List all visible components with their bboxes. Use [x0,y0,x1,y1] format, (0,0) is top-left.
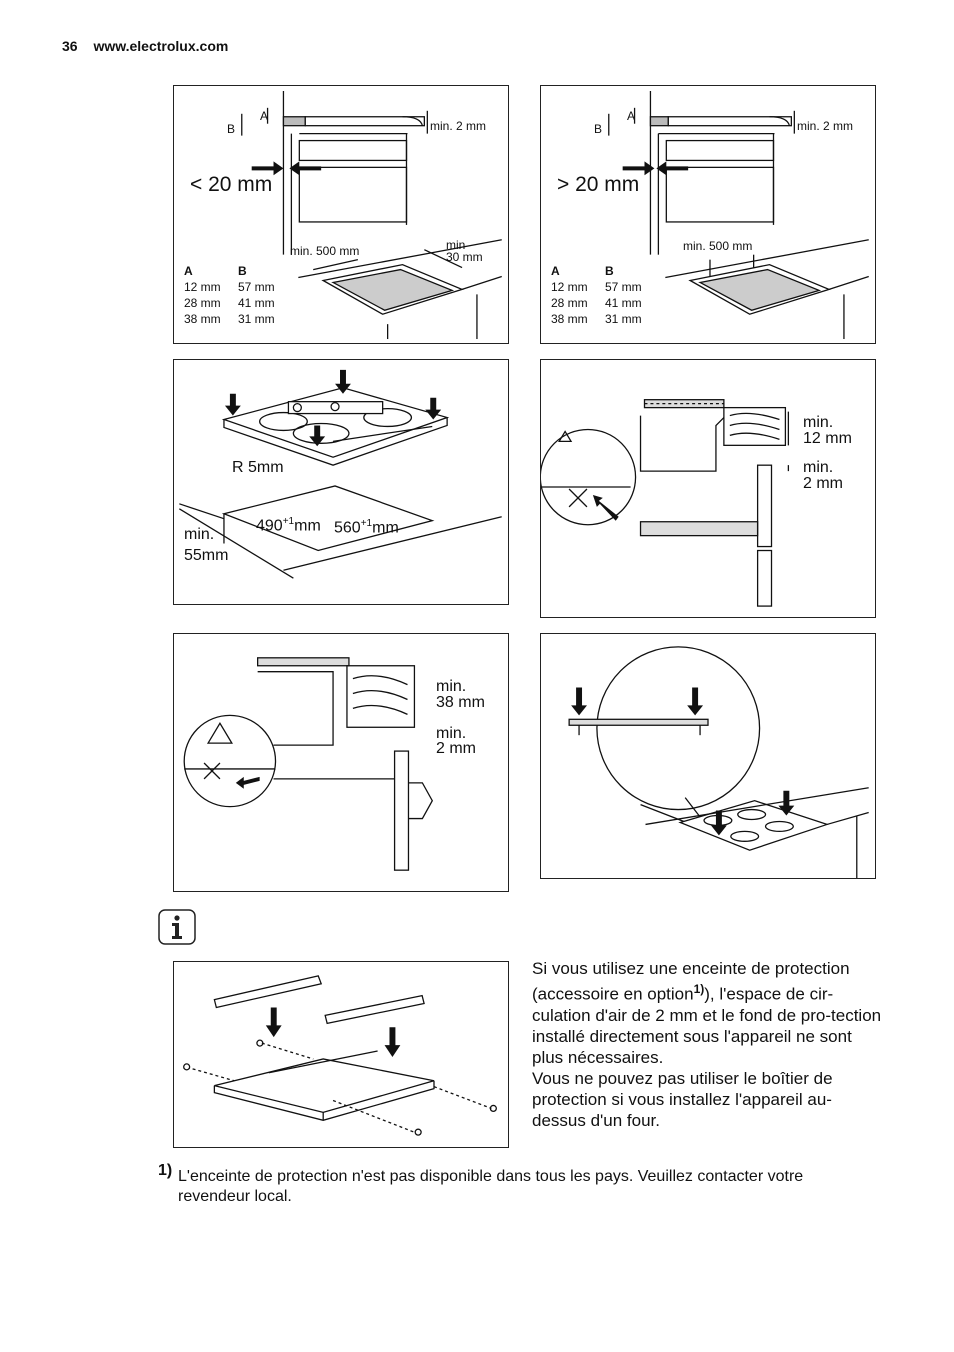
footnote-mark: 1) [158,1162,173,1179]
footnote-text: L'enceinte de protection n'est pas dispo… [178,1168,804,1205]
dim-value: 560 [334,519,361,537]
table-cell: 12 mm [551,280,588,294]
page-number: 36 [62,38,78,54]
table-cell: 28 mm [184,296,221,310]
label-min-30-line1: min [446,238,466,252]
table-cell: 41 mm [238,296,275,310]
label-min-2-line2: 2 mm [436,740,476,757]
label-radius: R 5mm [232,459,284,476]
table-cell: 57 mm [605,280,642,294]
label-under-20mm: < 20 mm [190,173,273,196]
info-icon [158,909,196,945]
table-header-a: A [184,264,193,278]
table-cell: 28 mm [551,296,588,310]
table-cell: 31 mm [238,312,275,326]
dim-tolerance: +1 [282,516,295,527]
footnote-ref[interactable]: 1) [693,982,705,996]
label-min-2-line1: min. [803,459,834,476]
diagram-drawing [608,90,869,340]
table-cell: 38 mm [551,312,588,326]
label-min-30-line2: 30 mm [446,250,483,264]
dim-unit: mm [294,517,321,535]
diagram-drawing [541,399,790,607]
label-min-line1: min. [184,526,215,543]
label-min-2mm: min. 2 mm [430,119,487,133]
table-cell: 31 mm [605,312,642,326]
site-url: www.electrolux.com [93,38,229,54]
label-min-line2: 55mm [184,547,229,564]
diagram-protection-box [173,961,509,1148]
diagram-clearance-under-20: B A min. 2 mm < 20 mm min. 500 mm min 30… [173,85,509,344]
table-row: 38 mm 31 mm [184,311,275,327]
label-a: A [627,109,636,123]
label-min-38-line1: min. [436,678,467,695]
diagram-drawing [568,646,869,878]
clearance-table: A B 12 mm 57 mm 28 mm 41 mm 38 mm 31 mm [184,263,275,327]
table-cell: 38 mm [184,312,221,326]
page-header: 36 www.electrolux.com [62,38,228,54]
paragraph-1: Si vous utilisez une enceinte de protect… [532,958,884,1068]
label-min-2mm: min. 2 mm [797,119,854,133]
table-row: 12 mm 57 mm [184,279,275,295]
label-a: A [260,109,269,123]
diagram-clearance-over-20: B A min. 2 mm > 20 mm min. 500 mm A B 12… [540,85,876,344]
diagram-drawing [183,975,497,1136]
text-segment: Si vous utilisez une enceinte de protect… [532,959,850,1004]
diagram-drawing [183,657,434,871]
dim-tolerance: +1 [360,518,373,529]
clearance-table: A B 12 mm 57 mm 28 mm 41 mm 38 mm 31 mm [551,263,642,327]
diagram-fixing-detail [540,633,876,879]
table-row: 28 mm 41 mm [184,295,275,311]
label-min-500mm: min. 500 mm [683,239,753,253]
table-row: 12 mm 57 mm [551,279,642,295]
diagram-worktop-38mm: min. 38 mm min. 2 mm [173,633,509,892]
dim-value: 490 [256,517,283,535]
label-dim-560: 560+1mm [334,518,399,537]
table-cell: 57 mm [238,280,275,294]
label-dim-490: 490+1mm [256,516,321,535]
protection-box-text: Si vous utilisez une enceinte de protect… [532,958,884,1131]
diagram-drawing [241,90,502,340]
dim-unit: mm [372,519,399,537]
label-min-2-line2: 2 mm [803,475,843,492]
label-min-38-line2: 38 mm [436,694,485,711]
table-header-b: B [238,264,247,278]
diagram-worktop-12mm: min. 12 mm min. 2 mm [540,359,876,618]
label-min-2-line1: min. [436,725,467,742]
label-b: B [594,122,603,136]
label-b: B [227,122,236,136]
label-min-500mm: min. 500 mm [290,244,360,258]
table-row: 38 mm 31 mm [551,311,642,327]
table-cell: 12 mm [184,280,221,294]
table-header-a: A [551,264,560,278]
table-header-b: B [605,264,614,278]
label-min-12-line2: 12 mm [803,430,852,447]
table-cell: 41 mm [605,296,642,310]
table-row: 28 mm 41 mm [551,295,642,311]
diagram-drawing [178,369,502,579]
diagram-cutout-dimensions: R 5mm 490+1mm 560+1mm min. 55mm [173,359,509,605]
paragraph-2: Vous ne pouvez pas utiliser le boîtier d… [532,1068,833,1130]
label-over-20mm: > 20 mm [557,173,640,196]
label-min-12-line1: min. [803,414,834,431]
text-segment: ), l'espace de cir-culation d'air de 2 m… [532,984,882,1067]
